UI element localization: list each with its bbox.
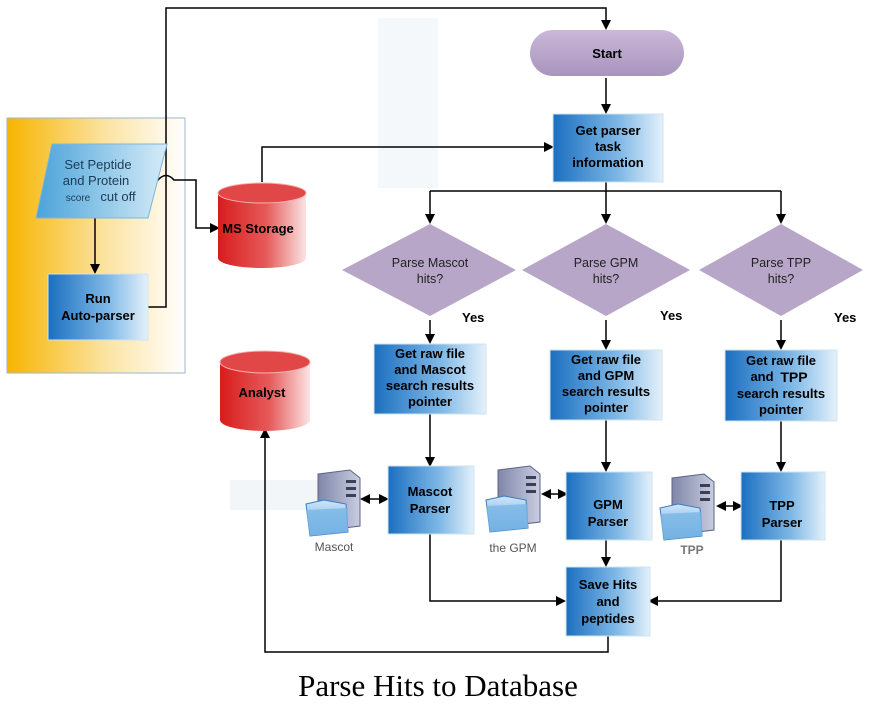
raw-mascot-line-4: pointer [408,394,452,409]
mascot-parser-line-1: Mascot [408,484,453,499]
decision-mascot-line-1: Parse Mascot [392,256,469,270]
run-autoparser-line-2: Auto-parser [61,308,135,323]
raw-mascot-line-2: and Mascot [394,362,466,377]
raw-tpp-box: Get raw file and TPP search results poin… [724,349,838,422]
raw-gpm-line-1: Get raw file [571,352,641,367]
set-cutoff-line-1: Set Peptide [64,157,131,172]
connector-save-to-analyst [260,428,609,653]
diagram-caption: Parse Hits to Database [298,668,578,703]
set-cutoff-score: score [66,193,91,204]
background-patch [378,18,438,188]
raw-tpp-tpp: TPP [780,369,807,385]
server-folder-icon [485,465,541,533]
set-cutoff-cut: cut off [100,189,136,204]
tpp-parser-line-2: Parser [762,515,802,530]
tpp-parser-box: TPP Parser [740,471,826,541]
run-autoparser-line-1: Run [85,291,110,306]
mascot-parser-box: Mascot Parser [387,465,475,535]
parser-task-line-3: information [572,155,644,170]
ms-storage-database: MS Storage [217,182,307,268]
raw-mascot-line-3: search results [386,378,474,393]
save-hits-line-3: peptides [581,611,634,626]
server-folder-icon [659,473,715,541]
gpm-parser-box: GPM Parser [565,471,653,541]
start-terminal: Start [530,30,684,76]
raw-tpp-and: and [750,369,773,384]
raw-gpm-box: Get raw file and GPM search results poin… [549,349,663,421]
decision-mascot-line-2: hits? [417,272,443,286]
gpm-parser-line-1: GPM [593,497,623,512]
raw-tpp-line-3: search results [737,386,825,401]
save-hits-line-2: and [596,594,619,609]
yes-label-mascot: Yes [462,310,484,325]
raw-tpp-line-1: Get raw file [746,353,816,368]
start-label: Start [592,46,622,61]
server-gpm-label: the GPM [489,541,536,555]
set-cutoff-input: Set Peptide and Protein score cut off [35,143,168,219]
yes-label-tpp: Yes [834,310,856,325]
run-autoparser-box: Run Auto-parser [47,273,149,341]
decision-tpp-line-2: hits? [768,272,794,286]
decision-tpp: Parse TPP hits? [699,224,863,316]
decision-tpp-line-1: Parse TPP [751,256,811,270]
parser-task-box: Get parser task information [552,113,664,183]
decision-gpm-line-1: Parse GPM [574,256,639,270]
raw-gpm-line-3: search results [562,384,650,399]
analyst-label: Analyst [239,385,287,400]
raw-gpm-line-2: and GPM [578,368,634,383]
raw-tpp-line-4: pointer [759,402,803,417]
raw-gpm-line-4: pointer [584,400,628,415]
save-hits-box: Save Hits and peptides [565,566,651,637]
connector-tpp-parser-to-save [648,540,782,606]
raw-mascot-line-1: Get raw file [395,346,465,361]
connector-storage-to-parser-task [261,142,554,182]
server-mascot-label: Mascot [315,540,354,554]
yes-label-gpm: Yes [660,308,682,323]
save-hits-line-1: Save Hits [579,577,638,592]
decision-gpm-line-2: hits? [593,272,619,286]
connector-cutoff-to-storage [150,174,220,233]
ms-storage-label: MS Storage [222,221,294,236]
mascot-parser-line-2: Parser [410,501,450,516]
gpm-parser-line-2: Parser [588,514,628,529]
decision-mascot: Parse Mascot hits? [342,224,516,316]
server-folder-icon [305,469,361,537]
tpp-parser-line-1: TPP [769,498,795,513]
raw-mascot-box: Get raw file and Mascot search results p… [373,343,487,415]
analyst-database: Analyst [219,350,311,431]
connector-mascot-parser-to-save [429,534,566,606]
set-cutoff-line-2: and Protein [63,173,130,188]
server-tpp-label: TPP [680,543,703,557]
connector-autoparser-to-start [148,7,611,308]
connectors [90,7,786,653]
parser-task-line-1: Get parser [575,123,640,138]
decision-gpm: Parse GPM hits? [522,224,690,316]
parser-task-line-2: task [595,139,622,154]
